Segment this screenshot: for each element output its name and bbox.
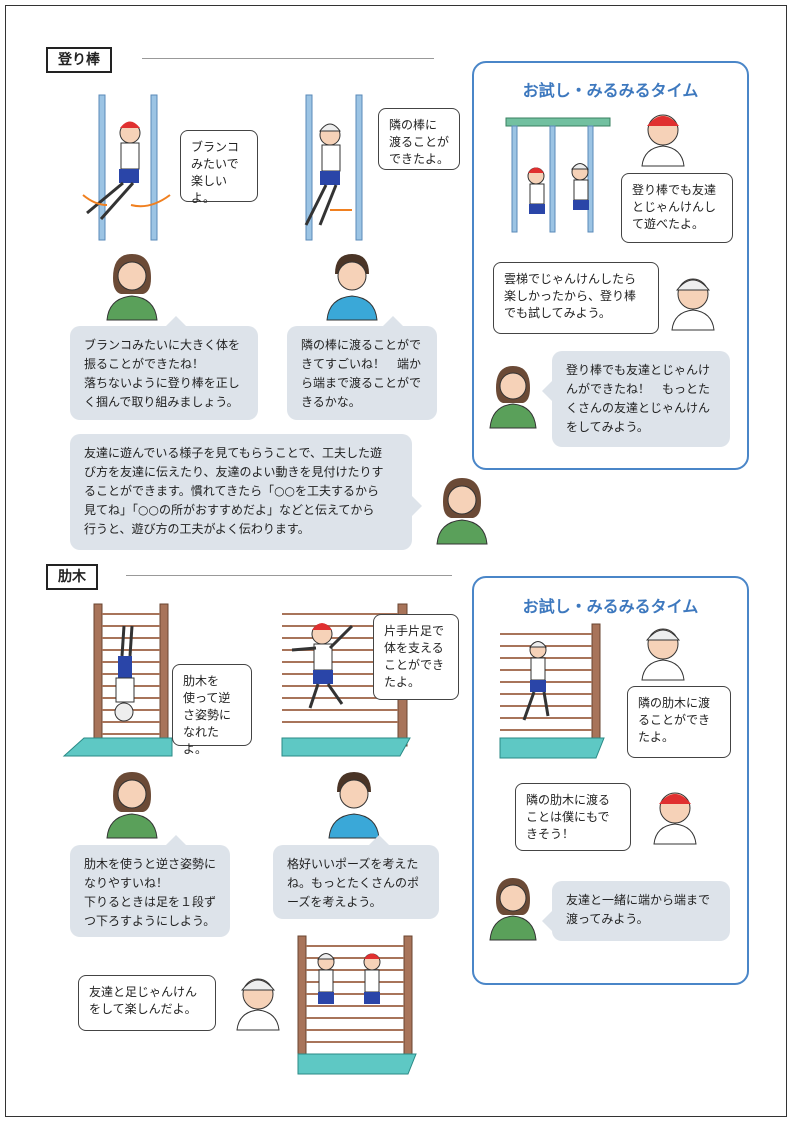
child-white-cap-avatar xyxy=(236,978,280,1031)
child-red-cap-avatar xyxy=(653,792,697,845)
speech-bubble-child: 肋木を 使って逆 さ姿勢に なれたよ。 xyxy=(172,664,252,756)
wall-bars-handstand-illustration xyxy=(62,603,173,757)
section-title-wall-bars: 肋木 xyxy=(46,564,98,590)
page-frame xyxy=(5,5,787,1117)
speech-bubble-child: 隣の肋木に渡る ことは僕にもで きそう！ xyxy=(515,783,631,851)
teacher-female-avatar xyxy=(489,878,537,941)
teacher-comment: 格好いいポーズを考えた ね。もっとたくさんのポ ーズを考えよう。 xyxy=(273,835,439,919)
pole-swing-illustration xyxy=(82,94,171,241)
speech-bubble-child: 登り棒でも友達 とじゃんけんし て遊べたよ。 xyxy=(621,173,733,243)
teacher-comment: 登り棒でも友達とじゃんけ んができたね！ もっとた くさんの友達とじゃんけん を… xyxy=(542,351,730,447)
try-time-box: お試し・みるみるタイム xyxy=(472,576,749,985)
teacher-comment: 隣の棒に渡ることがで きてすごいね！ 端か ら端まで渡ることがで きるかな。 xyxy=(287,316,437,420)
speech-bubble-child: 片手片足で 体を支える ことができ たよ。 xyxy=(373,614,459,700)
try-time-title: お試し・みるみるタイム xyxy=(522,597,699,616)
teacher-male-avatar xyxy=(328,772,380,839)
section-divider xyxy=(142,58,434,59)
monkey-bars-janken-illustration xyxy=(505,117,611,233)
wall-bars-cross-illustration xyxy=(499,623,605,759)
teacher-comment: 肋木を使うと逆さ姿勢に なりやすいね！ 下りるときは足を１段ず つ下ろすようにし… xyxy=(70,835,230,937)
speech-bubble-child: ブランコ みたいで 楽しいよ。 xyxy=(180,130,258,205)
teacher-comment: 友達と一緒に端から端まで 渡ってみよう。 xyxy=(542,881,730,941)
speech-bubble-child: 友達と足じゃんけん をして楽しんだよ。 xyxy=(78,975,216,1031)
teacher-female-avatar xyxy=(106,772,158,839)
speech-bubble-child: 雲梯でじゃんけんしたら 楽しかったから、登り棒 でも試してみよう。 xyxy=(493,262,659,334)
teacher-comment: ブランコみたいに大きく体を 振ることができたね！ 落ちないように登り棒を正し く… xyxy=(70,316,258,420)
teacher-female-avatar xyxy=(106,254,158,321)
pole-cross-illustration xyxy=(304,94,363,241)
child-red-cap-avatar xyxy=(641,114,685,167)
teaching-note: 友達に遊んでいる様子を見てもらうことで、工夫した遊 び方を友達に伝えたり、友達の… xyxy=(70,434,422,550)
teacher-male-avatar xyxy=(326,254,378,321)
teacher-female-avatar xyxy=(436,478,488,545)
wall-bars-foot-janken-illustration xyxy=(297,935,417,1075)
try-time-title: お試し・みるみるタイム xyxy=(522,81,699,100)
try-time-box: お試し・みるみるタイム xyxy=(472,61,749,470)
speech-bubble-child: 隣の肋木に渡 ることができ たよ。 xyxy=(627,686,731,758)
speech-bubble-child: 隣の棒に 渡ることが できたよ。 xyxy=(378,108,460,170)
section-title-climbing-pole: 登り棒 xyxy=(46,47,112,73)
child-white-cap-avatar xyxy=(671,278,715,331)
teacher-female-avatar xyxy=(489,366,537,429)
section-divider xyxy=(126,575,452,576)
child-white-cap-avatar xyxy=(641,628,685,681)
